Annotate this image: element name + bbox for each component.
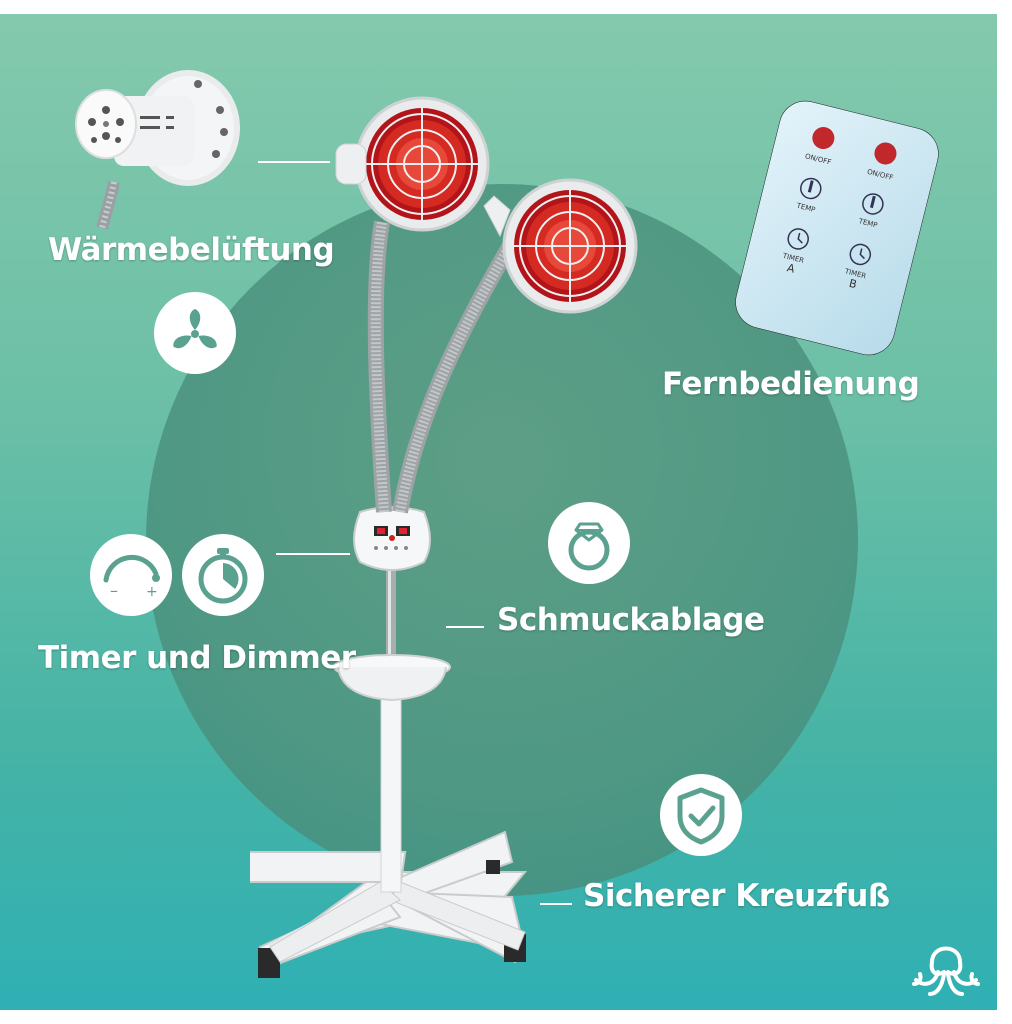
fan-icon-circle (154, 292, 236, 374)
heat-ventilation-part-image (75, 70, 240, 230)
remote-label: Fernbedienung (662, 366, 920, 402)
fan-icon (173, 309, 217, 349)
remote-timer-a-letter: A (786, 261, 797, 276)
remote-control-image: ON/OFF ON/OFF TEMP TEMP TIMER A TIMER B (735, 100, 939, 356)
dimmer-minus-sign: – (110, 581, 118, 600)
stopwatch-icon-circle (182, 534, 264, 616)
octopus-logo-icon (912, 946, 980, 996)
timer-pointer-line (276, 553, 350, 555)
stopwatch-icon (198, 548, 248, 604)
ring-icon-circle (548, 502, 630, 584)
dimmer-icon: – + (103, 554, 160, 600)
infrared-lamp-image (250, 96, 638, 978)
ventilation-pointer-line (258, 161, 330, 163)
base-label: Sicherer Kreuzfuß (583, 878, 890, 914)
ventilation-label: Wärmebelüftung (48, 232, 335, 268)
shield-check-icon (677, 787, 725, 845)
ring-icon (568, 522, 610, 571)
shield-icon-circle (660, 774, 742, 856)
base-pointer-line (540, 903, 572, 905)
remote-timer-b-letter: B (848, 277, 858, 291)
tray-label: Schmuckablage (497, 602, 765, 638)
timer-dimmer-label: Timer und Dimmer (38, 640, 356, 676)
dimmer-icon-circle: – + (90, 534, 172, 616)
dimmer-plus-sign: + (146, 584, 158, 600)
tray-pointer-line (446, 626, 484, 628)
